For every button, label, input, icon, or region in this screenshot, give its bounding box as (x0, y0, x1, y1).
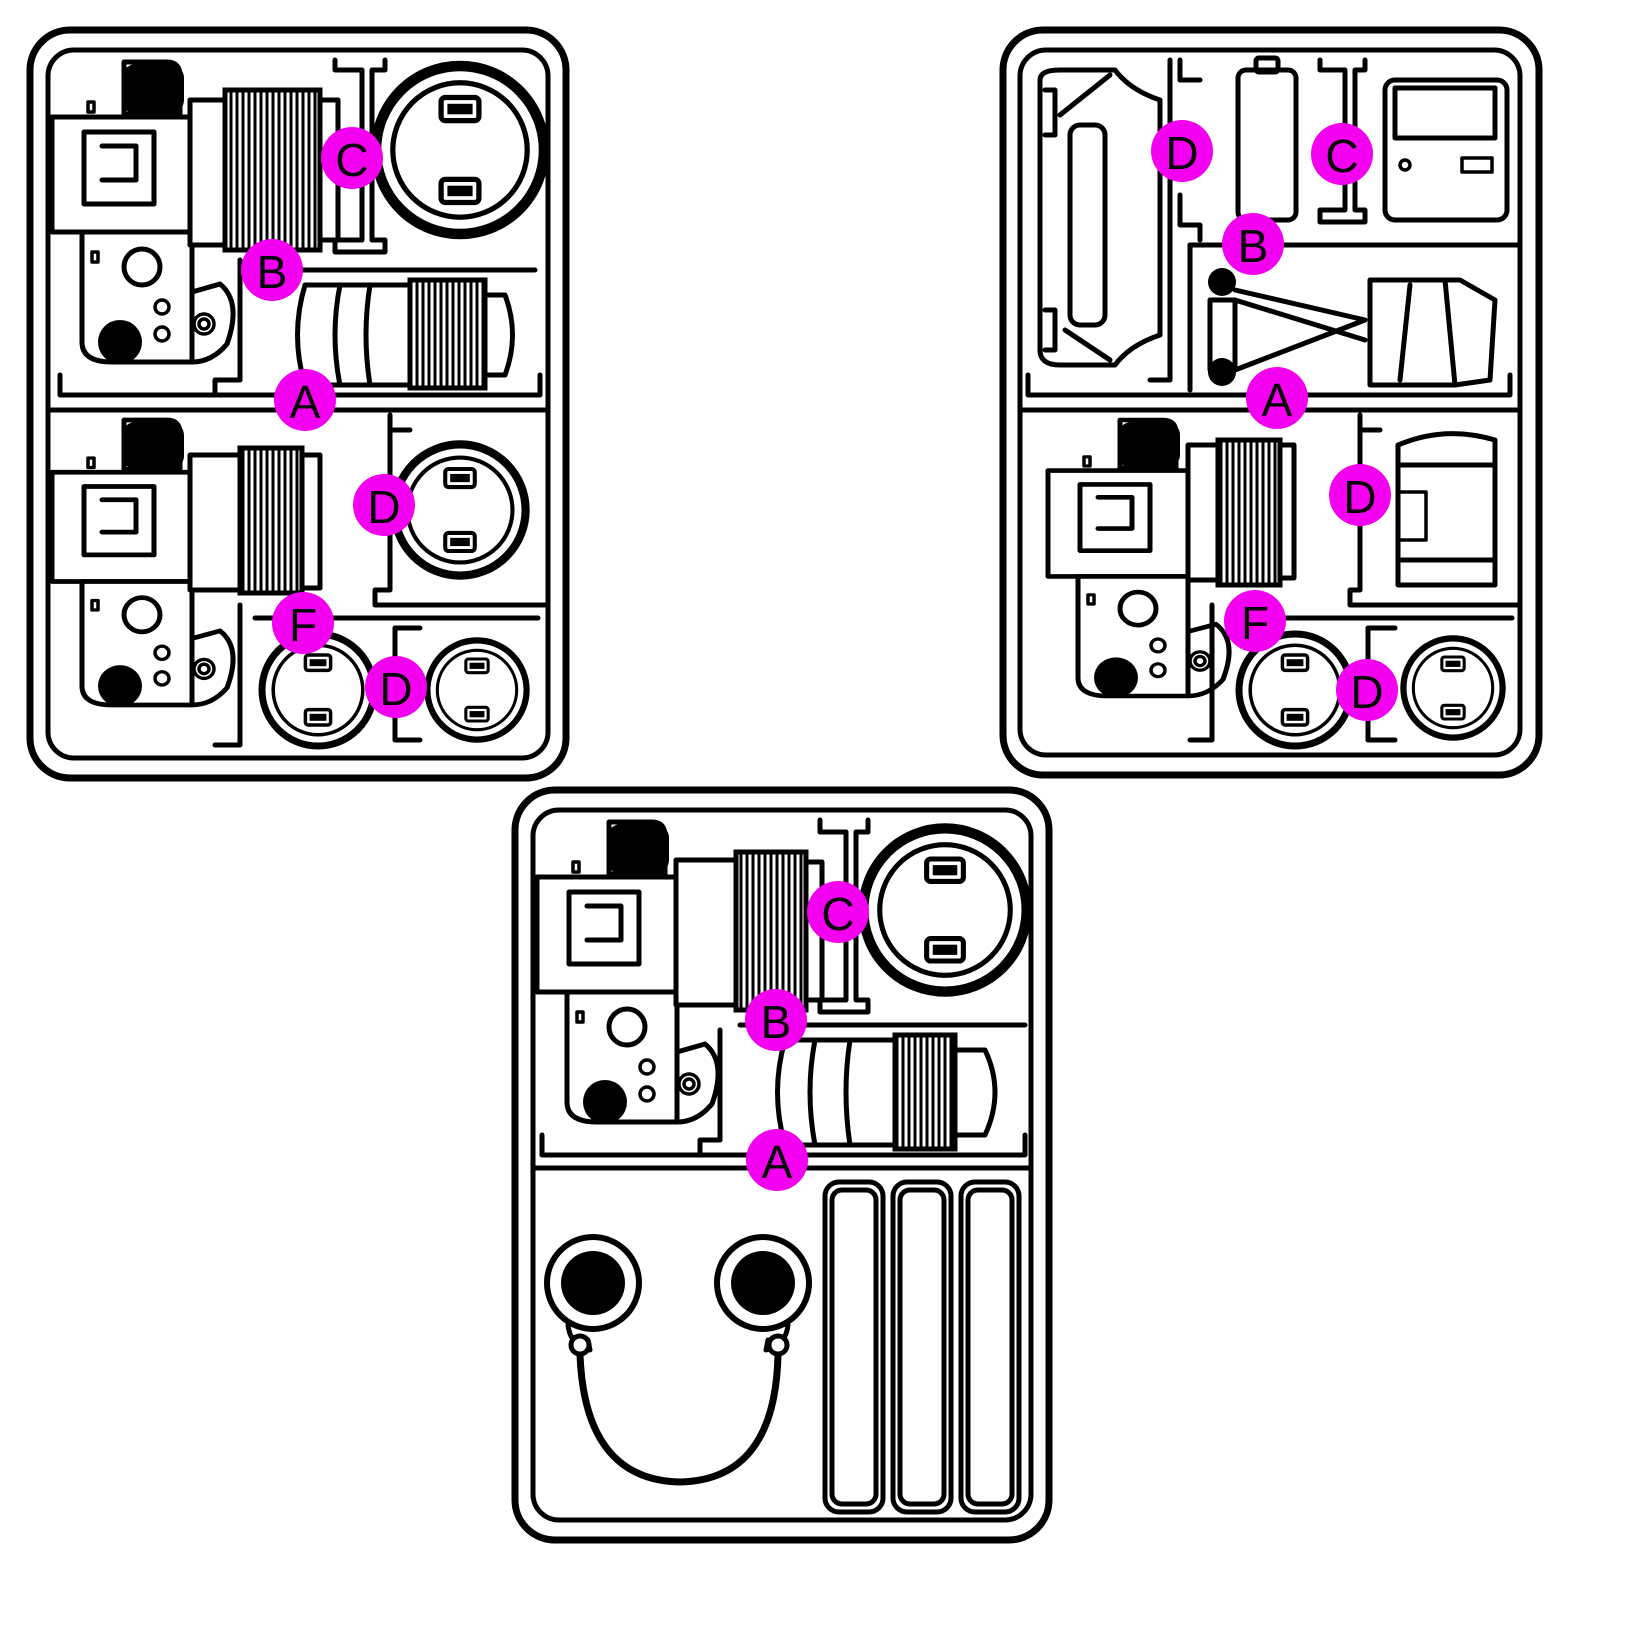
label-marker-text: C (821, 888, 854, 940)
label-marker-dot (1329, 464, 1391, 526)
label-marker-dot (1246, 367, 1308, 429)
panel-top-left-label-f1: F (272, 592, 334, 654)
panel-bottom-label-b1: B (745, 989, 807, 1051)
panel-top-right-label-a1: A (1246, 367, 1308, 429)
label-marker-dot (807, 881, 869, 943)
panel-top-right-label-b1: B (1222, 213, 1284, 275)
label-marker-text: D (1165, 127, 1198, 179)
label-marker-text: C (1325, 130, 1358, 182)
panel-top-right-label-d1: D (1151, 120, 1213, 182)
panel-top-left-label-d1: D (353, 474, 415, 536)
label-marker-dot (321, 127, 383, 189)
label-marker-text: A (1262, 374, 1293, 426)
label-marker-dot (353, 474, 415, 536)
label-marker-dot (272, 592, 334, 654)
label-marker-text: F (289, 599, 317, 651)
panel-top-right-label-c1: C (1311, 123, 1373, 185)
panel-top-left-label-c1: C (321, 127, 383, 189)
label-marker-text: C (335, 134, 368, 186)
label-marker-text: B (761, 996, 792, 1048)
label-marker-text: D (367, 481, 400, 533)
panel-top-right-label-d2: D (1329, 464, 1391, 526)
label-marker-dot (274, 369, 336, 431)
label-marker-dot (241, 239, 303, 301)
label-marker-dot (1222, 213, 1284, 275)
label-marker-dot (746, 1129, 808, 1191)
label-marker-text: B (257, 246, 288, 298)
label-marker-text: D (1343, 471, 1376, 523)
panel-top-right-label-d3: D (1336, 659, 1398, 721)
label-marker-text: A (762, 1136, 793, 1188)
label-marker-dot (365, 656, 427, 718)
panel-bottom-label-a1: A (746, 1129, 808, 1191)
label-marker-text: D (1350, 666, 1383, 718)
label-marker-dot (745, 989, 807, 1051)
label-marker-dot (1336, 659, 1398, 721)
label-marker-dot (1224, 590, 1286, 652)
label-marker-text: F (1241, 597, 1269, 649)
panel-top-left-label-b1: B (241, 239, 303, 301)
label-marker-text: A (290, 376, 321, 428)
label-marker-text: D (379, 663, 412, 715)
panel-top-left-label-a1: A (274, 369, 336, 431)
label-marker-dot (1151, 120, 1213, 182)
label-marker-text: B (1238, 220, 1269, 272)
label-marker-dot (1311, 123, 1373, 185)
panel-top-left-label-d2: D (365, 656, 427, 718)
panel-top-left (26, 26, 570, 782)
panel-bottom-label-c1: C (807, 881, 869, 943)
panel-top-right-label-f1: F (1224, 590, 1286, 652)
